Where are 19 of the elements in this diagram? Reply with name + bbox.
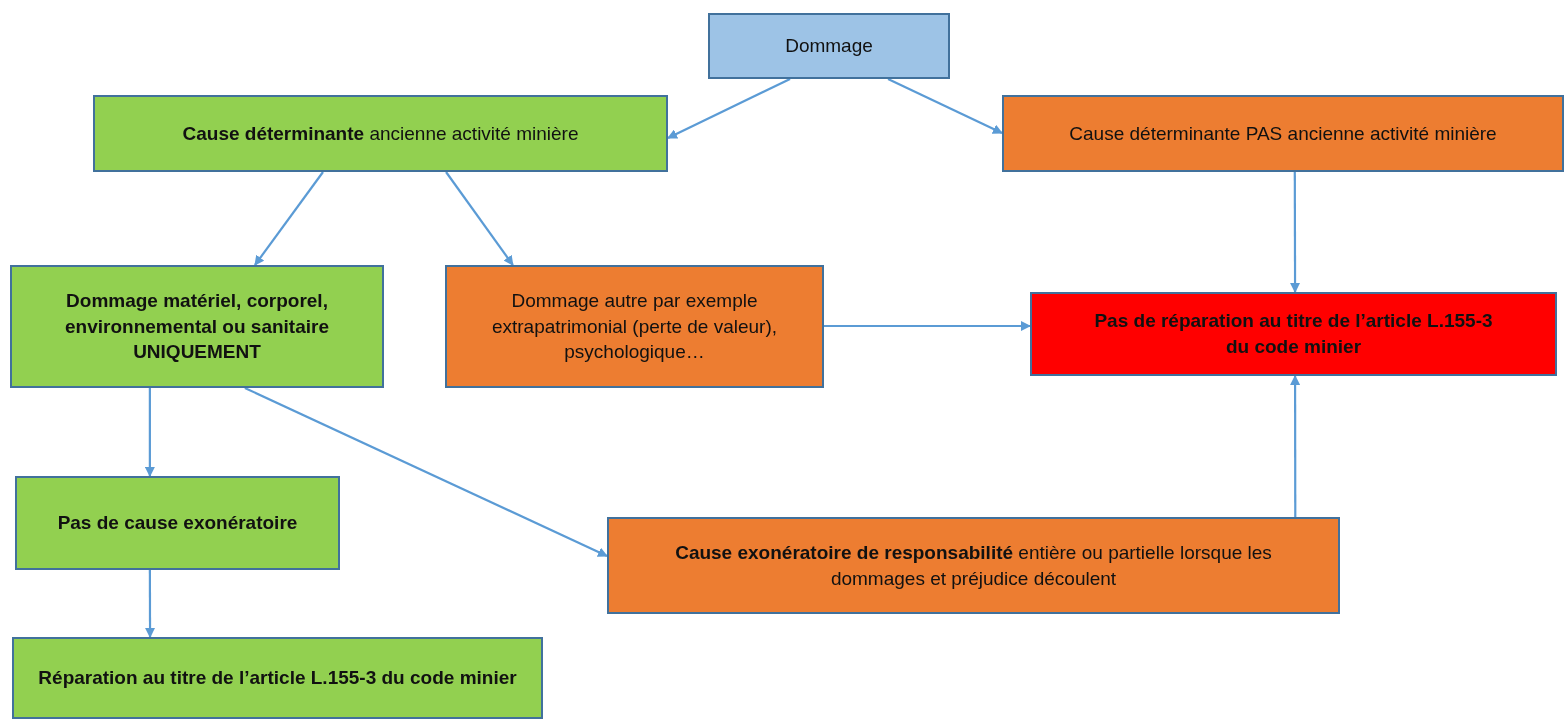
arrow (144, 388, 155, 477)
arrow (145, 570, 156, 638)
outcome-box: Réparation au titre de l’article L.155-3 du code minier (12, 637, 543, 719)
arrow (1290, 172, 1301, 293)
arrow (667, 78, 791, 139)
arrow (824, 321, 1031, 331)
arrow (887, 78, 1003, 135)
outcome-box: Pas de réparation au titre de l’article L.155-3 du code minier (1030, 292, 1557, 376)
arrow (254, 171, 324, 266)
process-box: Pas de cause exonératoire (15, 476, 340, 570)
process-box: Dommage (708, 13, 950, 79)
arrow (445, 171, 514, 266)
process-box: Dommage matériel, corporel, environnemental ou sanitaire UNIQUEMENT (10, 265, 384, 388)
process-box: Cause exonératoire de responsabilité entière ou partielle lorsque les dommages et préjudice découlent (607, 517, 1340, 614)
process-box: Dommage autre par exemple extrapatrimonial (perte de valeur), psychologique… (445, 265, 824, 388)
process-box: Cause déterminante ancienne activité minière (93, 95, 668, 172)
arrow (1290, 375, 1301, 517)
process-box: Cause déterminante PAS ancienne activité minière (1002, 95, 1564, 172)
arrow (244, 387, 608, 557)
